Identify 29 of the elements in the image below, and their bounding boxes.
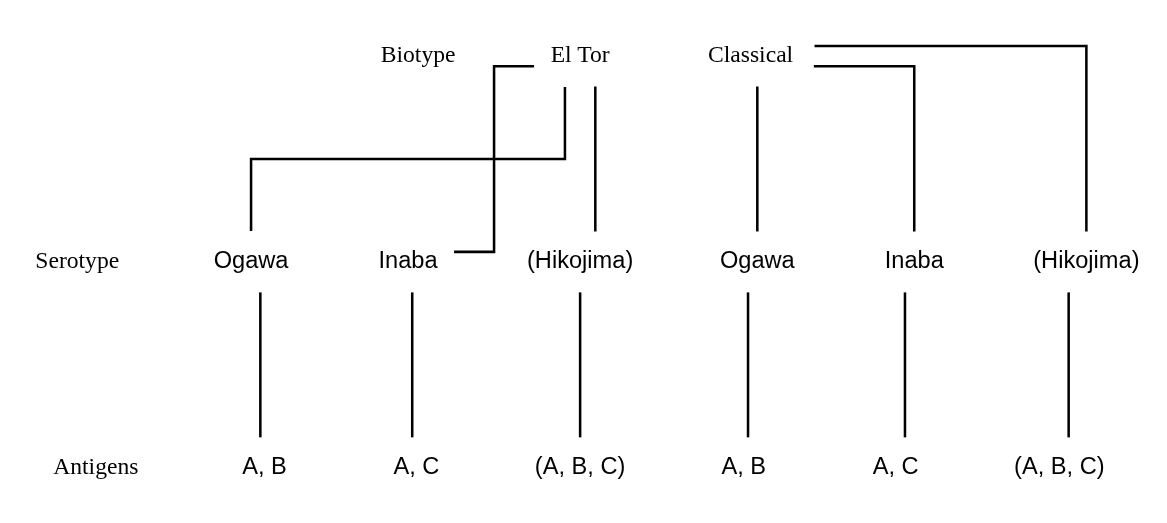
node-text: (Hikojima) (527, 246, 634, 273)
label: Biotype (380, 40, 456, 67)
connector (1067, 291, 1070, 437)
connector (813, 64, 916, 231)
label: Serotype (35, 246, 120, 273)
node-text: (Hikojima) (1033, 246, 1140, 273)
node-text: (A, B, C) (1014, 452, 1105, 479)
node-text: Ogawa (213, 246, 289, 273)
connector (903, 291, 907, 437)
node-text: A, C (872, 452, 919, 479)
connector (410, 291, 414, 437)
connector (746, 291, 750, 437)
label: Antigens (53, 452, 139, 479)
node-text: A, B (242, 452, 287, 479)
connector (454, 64, 535, 253)
node-text: Inaba (884, 246, 944, 273)
node-text: Inaba (378, 246, 438, 273)
node-text: Ogawa (719, 246, 795, 273)
node-text: Classical (707, 40, 794, 67)
connector (814, 44, 1088, 231)
node-text: El Tor (550, 40, 610, 67)
connector (594, 86, 597, 231)
connector (578, 291, 582, 437)
node-text: A, B (721, 452, 767, 479)
connector (249, 86, 567, 231)
node-text: A, C (393, 452, 440, 479)
connector (259, 291, 262, 437)
connector (756, 86, 759, 231)
node-text: (A, B, C) (534, 452, 626, 479)
